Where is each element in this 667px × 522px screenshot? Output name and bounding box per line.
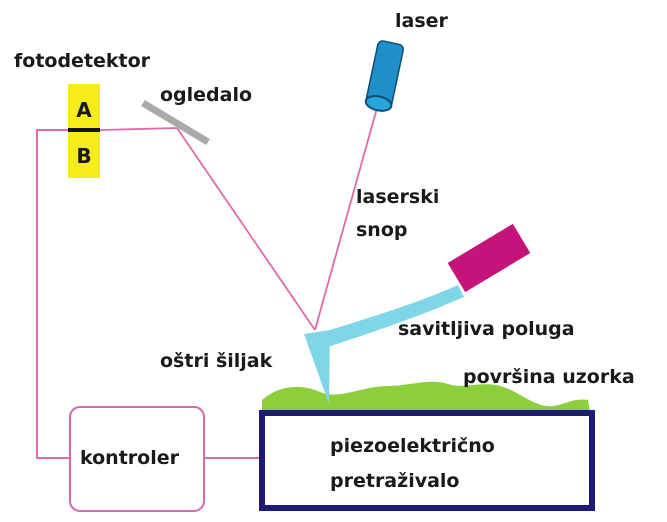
photodetector-segment-b: B xyxy=(76,144,91,168)
sharp-tip xyxy=(304,330,330,404)
controller-box xyxy=(69,406,205,512)
scanner-label-line2: pretraživalo xyxy=(330,470,459,492)
laser-beam-incident xyxy=(314,107,378,331)
controller-label: kontroler xyxy=(80,447,180,469)
piezo-scanner-box xyxy=(259,410,595,511)
laser-label: laser xyxy=(395,10,449,32)
cantilever-holder xyxy=(447,223,531,293)
tip-label: oštri šiljak xyxy=(160,350,273,372)
detector-to-controller-wire xyxy=(36,129,70,459)
laser-source xyxy=(364,40,405,112)
laser-beam-label-line1: laserski xyxy=(356,186,439,208)
photodetector-segment-a: A xyxy=(76,98,92,122)
sample-surface-label: površina uzorka xyxy=(463,366,635,388)
sample-surface xyxy=(262,381,590,412)
cantilever xyxy=(310,285,464,350)
photodetector-label: fotodetektor xyxy=(14,50,151,72)
laser-beam-label-line2: snop xyxy=(356,219,408,241)
laser-beam-reflected xyxy=(176,127,316,331)
mirror xyxy=(141,99,210,146)
scanner-label-line1: piezoelektrično xyxy=(330,435,495,457)
cantilever-label: savitljiva poluga xyxy=(398,318,575,340)
laser-beam-to-detector xyxy=(99,127,178,131)
mirror-label: ogledalo xyxy=(160,84,252,106)
